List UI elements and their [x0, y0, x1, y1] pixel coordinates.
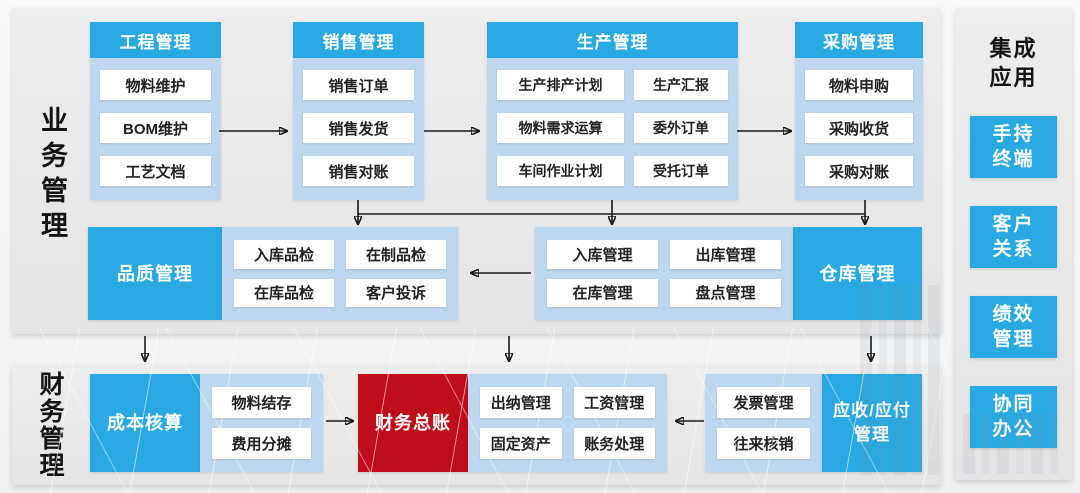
business-section-label: 业务管理 — [37, 106, 67, 246]
module-item: 客户投诉 — [346, 278, 446, 307]
module-item: 盘点管理 — [670, 278, 781, 307]
module-item: 销售对账 — [303, 156, 414, 186]
module-item: 销售订单 — [303, 70, 414, 100]
module-item: 账务处理 — [573, 428, 655, 459]
module-item: 物料结存 — [212, 387, 311, 418]
module-item: BOM维护 — [100, 113, 211, 143]
module-item: 销售发货 — [303, 113, 414, 143]
module-item: 固定资产 — [480, 428, 562, 459]
group-sales: 销售管理 销售订单 销售发货 销售对账 — [293, 22, 424, 200]
module-item: 物料申购 — [805, 70, 913, 100]
quality-management-block: 品质管理 — [88, 227, 222, 320]
integration-title: 集成 应用 — [989, 36, 1038, 90]
integration-item-handheld: 手持 终端 — [970, 116, 1057, 178]
module-item: 物料维护 — [100, 70, 211, 100]
module-item: 出纳管理 — [480, 387, 562, 418]
module-item: 受托订单 — [634, 156, 728, 186]
module-item: 生产排产计划 — [497, 70, 624, 100]
group-engineering: 工程管理 物料维护 BOM维护 工艺文档 — [90, 22, 221, 200]
group-title: 采购管理 — [795, 22, 923, 58]
group-production: 生产管理 生产排产计划 生产汇报 物料需求运算 委外订单 车间作业计划 受托订单 — [487, 22, 738, 200]
module-item: 工艺文档 — [100, 156, 211, 186]
module-item: 在制品检 — [346, 240, 446, 269]
module-item: 采购对账 — [805, 156, 913, 186]
business-panel: 业务管理 工程管理 物料维护 BOM维护 工艺文档 销售管理 销售订单 销售发货… — [12, 8, 941, 334]
integration-item-office: 协同 办公 — [970, 386, 1057, 448]
module-item: 车间作业计划 — [497, 156, 624, 186]
module-item: 采购收货 — [805, 113, 913, 143]
invoice-items-grid: 发票管理 往来核销 — [705, 374, 822, 472]
finance-section-label: 财务管理 — [36, 371, 64, 479]
module-item: 委外订单 — [634, 113, 728, 143]
warehouse-items-grid: 入库管理 出库管理 在库管理 盘点管理 — [535, 227, 793, 320]
module-item: 出库管理 — [670, 240, 781, 269]
group-title: 工程管理 — [90, 22, 221, 58]
cost-accounting-block: 成本核算 — [90, 374, 200, 472]
cost-items-grid: 物料结存 费用分摊 — [200, 374, 323, 472]
integration-item-performance: 绩效 管理 — [970, 296, 1057, 358]
general-ledger-block: 财务总账 — [358, 374, 468, 472]
integration-item-crm: 客户 关系 — [970, 206, 1057, 268]
module-item: 发票管理 — [717, 387, 810, 418]
module-item: 费用分摊 — [212, 428, 311, 459]
finance-panel: 财务管理 成本核算 物料结存 费用分摊 财务总账 出纳管理 工资管理 固定资产 … — [12, 366, 941, 485]
quality-items-grid: 入库品检 在制品检 在库品检 客户投诉 — [222, 227, 458, 320]
module-item: 在库品检 — [234, 278, 334, 307]
module-item: 在库管理 — [547, 278, 658, 307]
group-title: 生产管理 — [487, 22, 738, 58]
module-item: 工资管理 — [573, 387, 655, 418]
module-item: 入库品检 — [234, 240, 334, 269]
group-purchase: 采购管理 物料申购 采购收货 采购对账 — [795, 22, 923, 200]
integration-panel: 集成 应用 手持 终端 客户 关系 绩效 管理 协同 办公 — [955, 8, 1072, 480]
warehouse-management-block: 仓库管理 — [793, 227, 922, 320]
group-title: 销售管理 — [293, 22, 424, 58]
module-item: 往来核销 — [717, 428, 810, 459]
module-item: 入库管理 — [547, 240, 658, 269]
module-item: 生产汇报 — [634, 70, 728, 100]
module-item: 物料需求运算 — [497, 113, 624, 143]
ledger-items-grid: 出纳管理 工资管理 固定资产 账务处理 — [468, 374, 667, 472]
receivable-payable-block: 应收/应付 管理 — [822, 374, 922, 472]
